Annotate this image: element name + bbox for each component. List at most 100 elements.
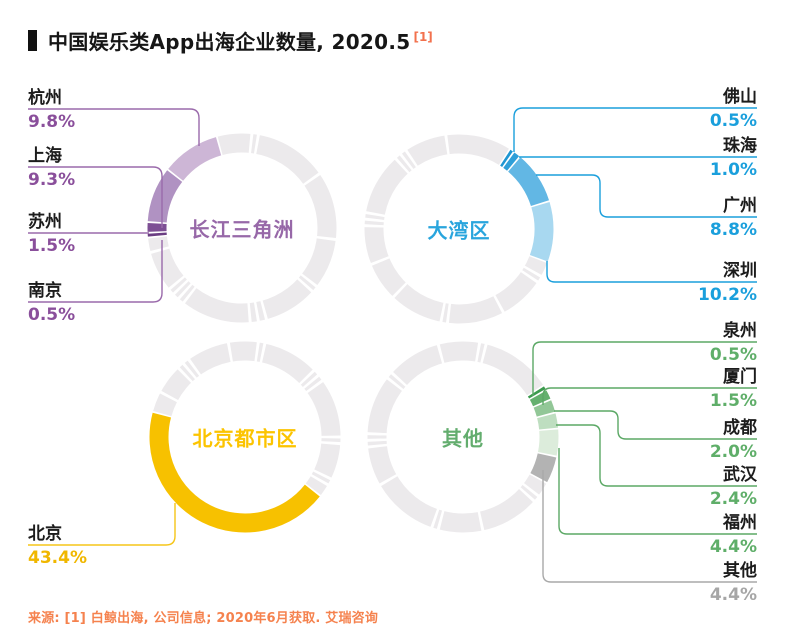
- donut-arc: [369, 255, 391, 267]
- connector-chengdu: [554, 410, 757, 440]
- label-nanjing: 南京: [28, 281, 62, 301]
- source-note: 来源: [1] 白鲸出海, 公司信息; 2020年6月获取. 艾瑞咨询: [28, 611, 379, 626]
- value-foshan: 0.5%: [709, 111, 757, 131]
- donut-arc: [436, 509, 445, 531]
- connector-nanjing: [28, 240, 163, 303]
- donut-arc: [147, 170, 183, 223]
- region-label-yangtze: 长江三角洲: [189, 217, 295, 242]
- donut-other: [366, 341, 559, 533]
- donut-arc: [259, 342, 267, 364]
- donut-arc: [309, 473, 330, 487]
- donut-arc: [172, 278, 190, 296]
- donut-arc: [503, 152, 520, 171]
- donut-arc: [537, 429, 559, 456]
- donut-arc: [187, 358, 202, 377]
- label-shanghai: 上海: [28, 146, 62, 166]
- donut-arc: [436, 343, 445, 365]
- label-other-cities: 其他: [723, 561, 757, 581]
- title-footnote-ref: [1]: [413, 29, 433, 44]
- donut-arc: [298, 368, 316, 386]
- donut-arc: [522, 265, 543, 279]
- region-label-other: 其他: [442, 426, 484, 451]
- label-shenzhen: 深圳: [723, 261, 757, 281]
- donut-arc: [302, 171, 322, 187]
- connector-shanghai: [28, 166, 163, 228]
- donut-greater-bay-area: [363, 134, 554, 324]
- connector-lines: [28, 107, 757, 583]
- value-guangzhou: 8.8%: [709, 220, 757, 240]
- donut-arc: [477, 510, 485, 532]
- connector-other-cities: [542, 470, 757, 583]
- connector-shenzhen: [546, 261, 757, 283]
- connector-xiamen: [542, 387, 757, 405]
- donut-arc: [492, 294, 506, 315]
- donut-arc: [176, 366, 194, 384]
- donut-arc: [386, 376, 405, 392]
- donut-arc: [302, 373, 320, 390]
- donut-arc: [176, 282, 194, 300]
- donut-arc: [312, 468, 333, 481]
- donut-arc: [296, 276, 314, 294]
- connector-wuhan: [556, 424, 757, 487]
- label-chengdu: 成都: [723, 418, 757, 438]
- value-nanjing: 0.5%: [28, 305, 76, 325]
- donut-arc: [480, 343, 488, 365]
- donut-arc: [518, 486, 536, 503]
- donut-arc: [181, 362, 198, 380]
- donut-arc: [500, 149, 513, 168]
- donut-arc: [305, 379, 324, 394]
- donut-arc: [364, 134, 548, 324]
- donut-arc: [527, 386, 546, 399]
- connector-hangzhou: [28, 108, 200, 146]
- value-quanzhou: 0.5%: [709, 345, 757, 365]
- donut-arc: [182, 285, 198, 305]
- donut-arc: [148, 133, 337, 323]
- connector-fuzhou: [558, 448, 757, 535]
- donut-arc: [159, 390, 179, 403]
- donut-arc: [153, 341, 341, 495]
- donut-arc: [393, 157, 411, 175]
- label-foshan: 佛山: [723, 87, 757, 107]
- connector-foshan: [513, 107, 757, 152]
- title-accent-bar: [28, 30, 37, 51]
- region-label-bay-area: 大湾区: [427, 218, 491, 243]
- value-hangzhou: 9.8%: [28, 112, 76, 132]
- donut-arc: [149, 246, 171, 255]
- donut-arc: [529, 201, 554, 262]
- donut-arc: [168, 137, 222, 182]
- title-text: 中国娱乐类App出海企业数量, 2020.5: [48, 30, 411, 54]
- donut-arc: [390, 371, 408, 388]
- donut-arc: [149, 412, 320, 533]
- label-wuhan: 武汉: [723, 465, 757, 485]
- donut-arc: [260, 299, 269, 321]
- value-fuzhou: 4.4%: [709, 537, 757, 557]
- connector-quanzhou: [532, 341, 757, 396]
- donut-arc: [439, 301, 446, 324]
- value-chengdu: 2.0%: [709, 442, 757, 462]
- value-xiamen: 1.5%: [709, 391, 757, 411]
- donut-arc: [507, 157, 550, 207]
- value-shenzhen: 10.2%: [698, 285, 757, 305]
- label-suzhou: 苏州: [28, 212, 62, 232]
- donut-arc: [521, 482, 540, 498]
- connector-beijing: [28, 503, 176, 546]
- label-fuzhou: 福州: [723, 513, 757, 533]
- donut-arc: [167, 274, 186, 291]
- donut-arc: [378, 473, 399, 487]
- donut-arc: [430, 507, 440, 529]
- label-beijing: 北京: [28, 524, 62, 544]
- label-zhuhai: 珠海: [723, 136, 757, 156]
- region-label-beijing-metro: 北京都市区: [192, 426, 298, 451]
- label-xiamen: 厦门: [723, 367, 757, 387]
- page-title: 中国娱乐类App出海企业数量, 2020.5 [1]: [28, 26, 433, 55]
- donut-arc: [404, 149, 419, 168]
- donut-arc: [391, 281, 409, 299]
- value-wuhan: 2.4%: [709, 489, 757, 509]
- connector-guangzhou: [536, 174, 757, 218]
- value-shanghai: 9.3%: [28, 170, 76, 190]
- donut-arc: [299, 272, 319, 288]
- donut-arc: [399, 152, 415, 172]
- label-hangzhou: 杭州: [28, 88, 62, 108]
